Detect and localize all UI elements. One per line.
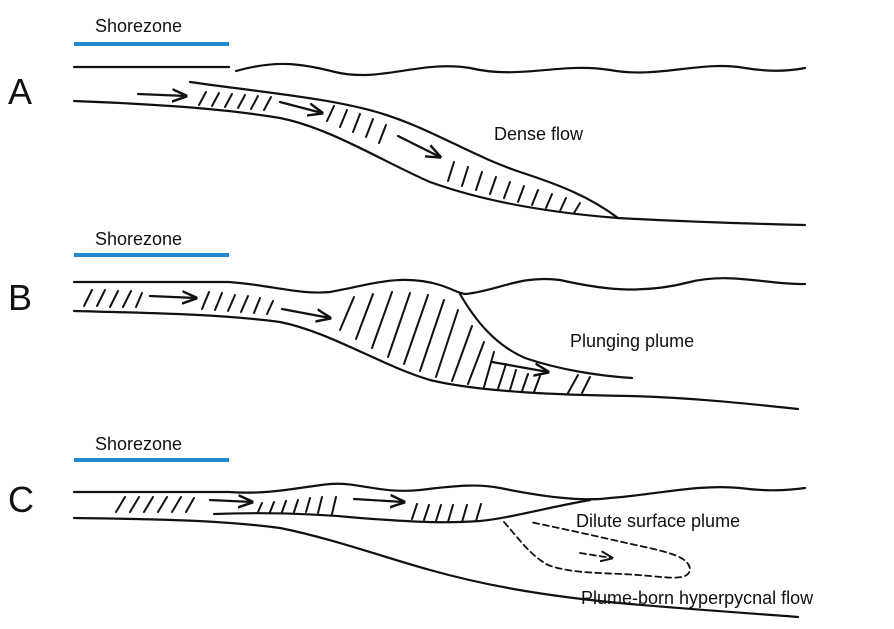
seabed-line (74, 101, 805, 225)
panel-b: B Shorezone (8, 229, 805, 409)
water-surface-line (74, 64, 805, 75)
water-surface-line (74, 278, 805, 294)
flow-hatching (199, 92, 580, 213)
flow-hatching (116, 497, 481, 522)
flow-label: Dilute surface plume (576, 511, 740, 531)
flow-label: Plunging plume (570, 331, 694, 351)
panel-letter: B (8, 277, 32, 318)
shorezone-label: Shorezone (95, 229, 182, 249)
shorezone-label: Shorezone (95, 434, 182, 454)
panel-letter: C (8, 479, 34, 520)
flow-arrows (138, 94, 440, 157)
flow-label-2: Plume-born hyperpycnal flow (581, 588, 814, 608)
panel-a: A Shorezone (8, 16, 805, 225)
shorezone-label: Shorezone (95, 16, 182, 36)
panel-c: C Shorezone (8, 434, 814, 617)
panel-letter: A (8, 71, 32, 112)
flow-label: Dense flow (494, 124, 584, 144)
flow-arrows (210, 499, 404, 502)
water-surface-line (74, 484, 805, 499)
